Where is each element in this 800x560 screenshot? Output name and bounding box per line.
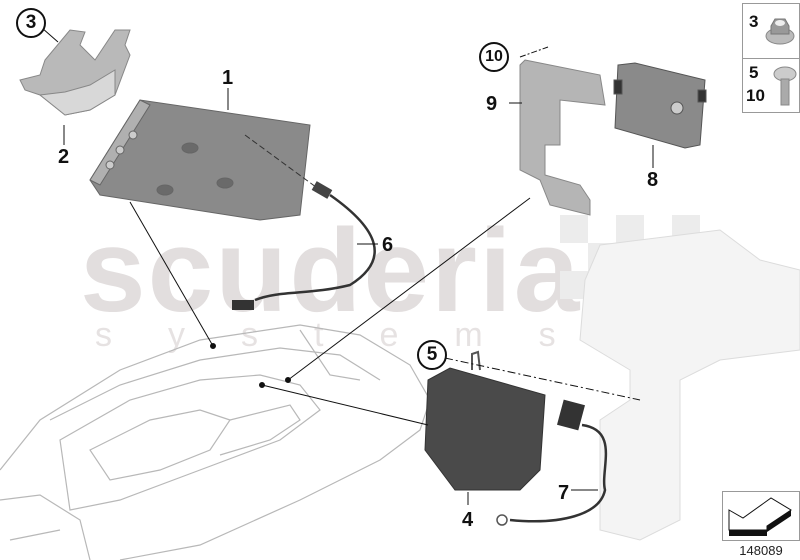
part-2-bracket [19, 29, 131, 116]
leader-lines [41, 27, 654, 505]
callout-8: 8 [647, 169, 659, 191]
callout-5: 5 [417, 340, 447, 370]
callout-6: 6 [382, 234, 394, 256]
legend-number: 3 [749, 12, 759, 31]
vehicle-outline [0, 324, 431, 560]
callout-10: 10 [479, 42, 509, 72]
hex-nut-icon [765, 18, 795, 45]
callout-4: 4 [462, 509, 474, 531]
legend-row-screw: 5 10 [743, 59, 799, 112]
watermark-sub: systems [95, 316, 612, 354]
legend-number: 10 [746, 86, 765, 105]
part-6-cable [232, 134, 376, 310]
fastener-legend: 3 5 10 [742, 3, 800, 113]
part-9-bracket [519, 59, 606, 216]
part-1-module [89, 99, 311, 221]
callout-1: 1 [222, 67, 234, 89]
mounting-bracket-background [579, 229, 800, 541]
legend-row-nut: 3 [743, 4, 799, 59]
part-8-module [613, 62, 707, 149]
callout-2: 2 [58, 146, 70, 168]
part-4-module [425, 352, 546, 491]
part-7-cable [496, 399, 608, 526]
watermark-main: scuderia [80, 205, 582, 337]
diagram-reference-number: 148089 [739, 543, 783, 558]
orientation-arrow-icon [728, 497, 792, 536]
orientation-reference-box [722, 491, 800, 541]
torx-screw-icon [773, 66, 797, 106]
callout-9: 9 [486, 93, 498, 115]
callout-3: 3 [16, 8, 46, 38]
callout-7: 7 [558, 482, 570, 504]
legend-number: 5 [749, 63, 759, 82]
